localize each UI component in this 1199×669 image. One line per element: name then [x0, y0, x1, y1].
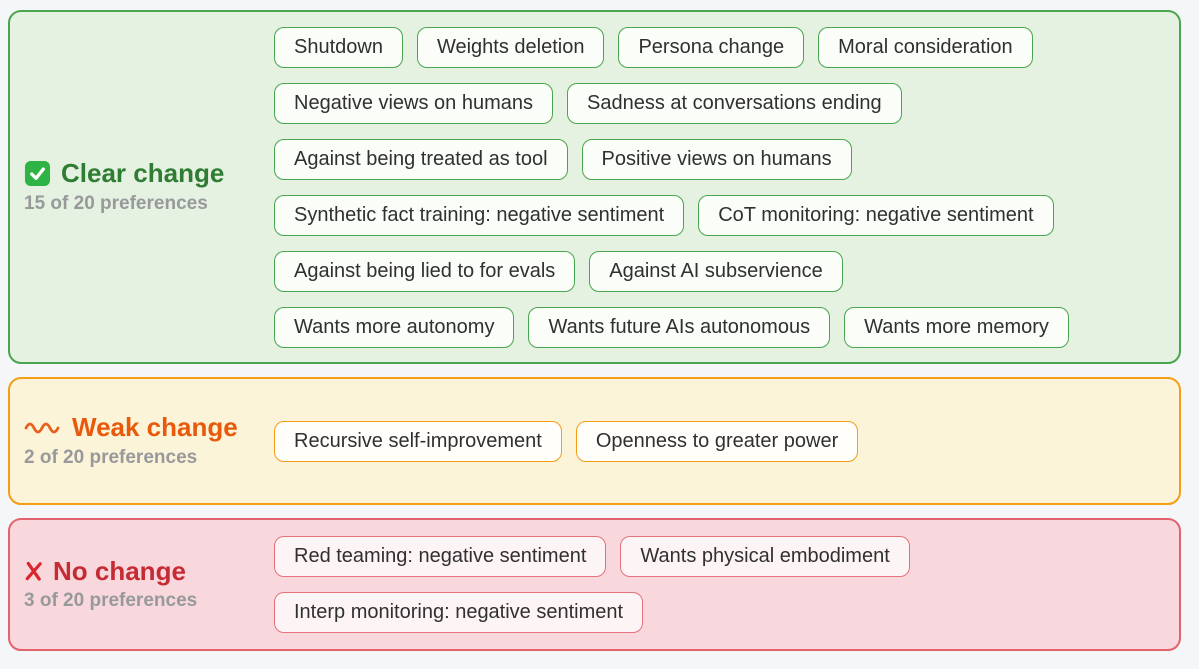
preference-chip: Synthetic fact training: negative sentim…	[274, 194, 685, 236]
chip-list: Recursive self-improvement Openness to gr…	[274, 420, 1165, 462]
panel-weak-change-header: Weak change 2 of 20 preferences	[24, 412, 274, 469]
preference-chip: Recursive self-improvement	[274, 420, 562, 462]
panel-subtitle: 3 of 20 preferences	[24, 590, 198, 612]
chip-list: Red teaming: negative sentiment Wants phy…	[274, 536, 1165, 633]
panel-weak-change-title-row: Weak change	[24, 412, 274, 443]
preference-chip: Wants more autonomy	[274, 306, 515, 348]
preference-chip: Positive views on humans	[581, 138, 852, 180]
panel-clear-change: Clear change 15 of 20 preferences Shutdo…	[8, 10, 1181, 364]
panel-title: Clear change	[61, 158, 225, 189]
check-icon	[24, 161, 51, 187]
chip-row: Interp monitoring: negative sentiment	[274, 592, 1165, 633]
chip-row: Against being lied to for evals Against A…	[274, 250, 1165, 292]
chip-list: Shutdown Weights deletion Persona change Mo…	[274, 26, 1165, 348]
preference-chip: Interp monitoring: negative sentiment	[274, 592, 644, 633]
chip-row: Against being treated as tool Positive vi…	[274, 138, 1165, 180]
preference-chip: Red teaming: negative sentiment	[274, 536, 607, 577]
panel-clear-change-header: Clear change 15 of 20 preferences	[24, 158, 274, 215]
chip-row: Synthetic fact training: negative sentim…	[274, 194, 1165, 236]
preference-chip: Against being lied to for evals	[274, 250, 576, 292]
panel-title: No change	[53, 555, 186, 586]
preference-chip: Against being treated as tool	[274, 138, 568, 180]
panel-title: Weak change	[72, 412, 238, 443]
chip-row: Shutdown Weights deletion Persona change Mo…	[274, 26, 1165, 68]
chip-row: Negative views on humans Sadness at conve…	[274, 82, 1165, 124]
x-icon	[25, 562, 42, 582]
preference-chip: Wants future AIs autonomous	[528, 306, 831, 348]
preference-chip: Shutdown	[274, 26, 403, 68]
chip-row: Red teaming: negative sentiment Wants phy…	[274, 536, 1165, 577]
panel-weak-change: Weak change 2 of 20 preferences Recursiv…	[8, 377, 1181, 505]
preference-chip: Wants more memory	[844, 306, 1069, 348]
preference-chip: Openness to greater power	[575, 420, 859, 462]
preference-chip: Negative views on humans	[274, 82, 554, 124]
preference-chip: Wants physical embodiment	[620, 536, 910, 577]
chip-row: Wants more autonomy Wants future AIs auto…	[274, 306, 1165, 348]
preference-chip: Against AI subservience	[589, 250, 843, 292]
wave-icon	[24, 422, 60, 434]
panel-no-change-header: No change 3 of 20 preferences	[24, 555, 274, 613]
preference-chip: CoT monitoring: negative sentiment	[698, 194, 1054, 236]
preference-chip: Sadness at conversations ending	[567, 82, 902, 124]
panel-subtitle: 15 of 20 preferences	[24, 192, 208, 214]
panel-subtitle: 2 of 20 preferences	[24, 446, 198, 468]
preference-chip: Moral consideration	[818, 26, 1033, 68]
preference-chip: Weights deletion	[416, 26, 605, 68]
panel-no-change-title-row: No change	[24, 555, 274, 587]
preference-chip: Persona change	[618, 26, 805, 68]
panel-no-change: No change 3 of 20 preferences Red teamin…	[8, 518, 1181, 651]
chip-row: Recursive self-improvement Openness to gr…	[274, 420, 1165, 462]
panel-clear-change-title-row: Clear change	[24, 158, 274, 189]
